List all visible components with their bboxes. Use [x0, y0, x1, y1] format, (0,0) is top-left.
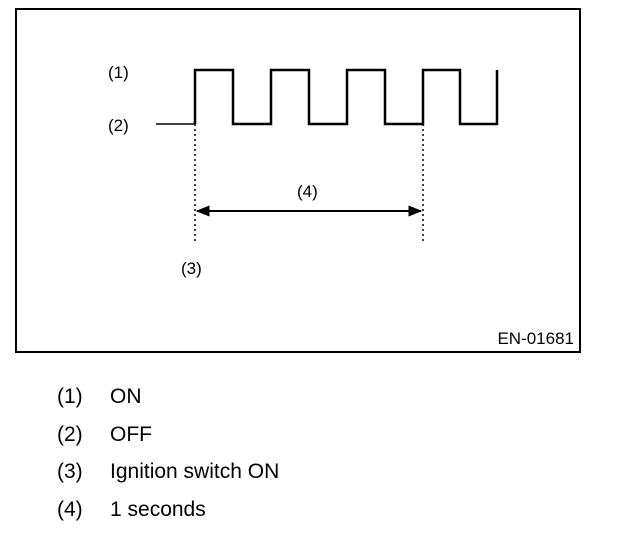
- legend-item: (3) Ignition switch ON: [57, 459, 279, 497]
- legend-item-number: (2): [57, 422, 83, 446]
- legend-item: (2) OFF: [57, 422, 279, 460]
- legend: (1) ON (2) OFF (3) Ignition switch ON (4…: [57, 384, 279, 534]
- legend-item-text: ON: [110, 385, 142, 408]
- legend-item-text: Ignition switch ON: [110, 460, 280, 483]
- label-start: (3): [181, 259, 202, 278]
- label-off: (2): [108, 116, 129, 135]
- label-period: (4): [297, 182, 318, 201]
- figure-code: EN-01681: [497, 329, 574, 348]
- square-wave: [193, 68, 499, 126]
- legend-item-number: (3): [57, 460, 83, 483]
- legend-item-number: (4): [57, 497, 83, 521]
- legend-item-text: 1 seconds: [110, 497, 206, 521]
- label-on: (1): [108, 63, 129, 82]
- legend-item-number: (1): [57, 385, 83, 408]
- legend-item-text: OFF: [110, 422, 152, 446]
- diagram-frame: [15, 8, 581, 353]
- legend-item: (1) ON: [57, 384, 279, 422]
- legend-item: (4) 1 seconds: [57, 497, 279, 535]
